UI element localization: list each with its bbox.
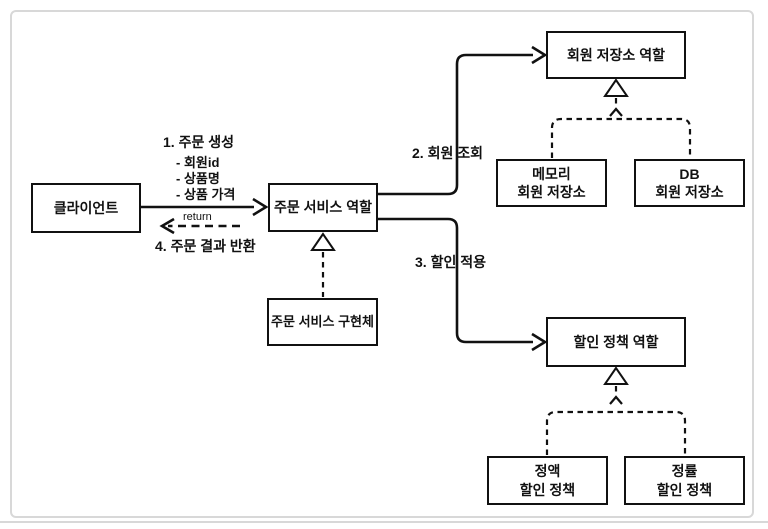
order-service-role-label: 주문 서비스 역할 [274,199,372,216]
step3-title-label: 3. 할인 적용 [415,254,486,270]
member-repo-role-label: 회원 저장소 역할 [567,46,665,63]
fixed-discount-policy-line2: 할인 정책 [519,481,576,498]
discount-apply-arrow-line [378,217,533,344]
step1-item-product-price: - 상품 가격 [176,187,236,202]
db-member-repo-line1: DB [679,165,700,182]
client-box-label: 클라이언트 [53,199,119,216]
discount-policy-realization-branches [545,410,687,455]
discount-policy-role-label: 할인 정책 역할 [573,333,659,350]
order-service-impl-label: 주문 서비스 구현체 [271,313,374,329]
member-repo-realization-triangle [603,78,629,97]
member-repo-realization-branches [550,117,692,158]
memory-member-repo-line1: 메모리 [532,165,571,182]
discount-policy-realization-caret [609,395,623,405]
step1-item-member-id: - 회원id [176,155,220,170]
memory-member-repo-box: 메모리 회원 저장소 [496,159,607,207]
return-arrow-head [159,217,175,235]
fixed-discount-policy-box: 정액 할인 정책 [487,456,608,505]
order-service-impl-box: 주문 서비스 구현체 [267,298,378,346]
db-member-repo-line2: 회원 저장소 [655,184,724,200]
member-repo-role-box: 회원 저장소 역할 [546,31,686,79]
memory-member-repo-line2: 회원 저장소 [517,184,586,200]
db-member-repo-box: DB 회원 저장소 [634,159,745,207]
rate-discount-policy-line1: 정률 [671,463,698,480]
order-service-role-box: 주문 서비스 역할 [268,183,378,232]
diagram-frame-border [10,10,754,518]
rate-discount-policy-line2: 할인 정책 [656,481,713,498]
fixed-discount-policy-line1: 정액 [534,463,561,480]
member-lookup-arrow-head [531,45,548,65]
step1-item-product-name: - 상품명 [176,171,220,186]
member-repo-realization-caret [609,107,623,117]
bottom-divider-line [0,521,768,523]
discount-policy-role-box: 할인 정책 역할 [546,317,686,367]
order-create-arrow-head [252,197,269,217]
discount-apply-arrow-head [531,332,548,352]
order-impl-realization-triangle [310,232,336,251]
discount-policy-realization-triangle [603,366,629,385]
step2-title-label: 2. 회원 조회 [412,145,483,161]
step4-title-label: 4. 주문 결과 반환 [155,238,256,254]
rate-discount-policy-box: 정률 할인 정책 [624,456,745,505]
client-box: 클라이언트 [31,183,141,233]
step1-title-label: 1. 주문 생성 [163,134,234,150]
return-label: return [183,211,212,223]
member-lookup-arrow-line [378,53,533,196]
